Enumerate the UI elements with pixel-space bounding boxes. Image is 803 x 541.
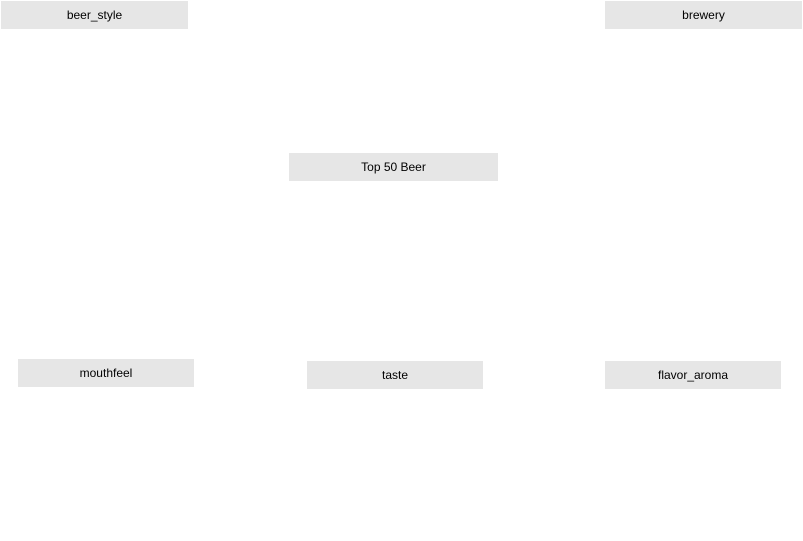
- node-top-50-beer[interactable]: Top 50 Beer: [289, 153, 498, 181]
- node-flavor-aroma[interactable]: flavor_aroma: [605, 361, 781, 389]
- node-beer-style[interactable]: beer_style: [1, 1, 188, 29]
- node-taste[interactable]: taste: [307, 361, 483, 389]
- node-brewery[interactable]: brewery: [605, 1, 802, 29]
- node-mouthfeel[interactable]: mouthfeel: [18, 359, 194, 387]
